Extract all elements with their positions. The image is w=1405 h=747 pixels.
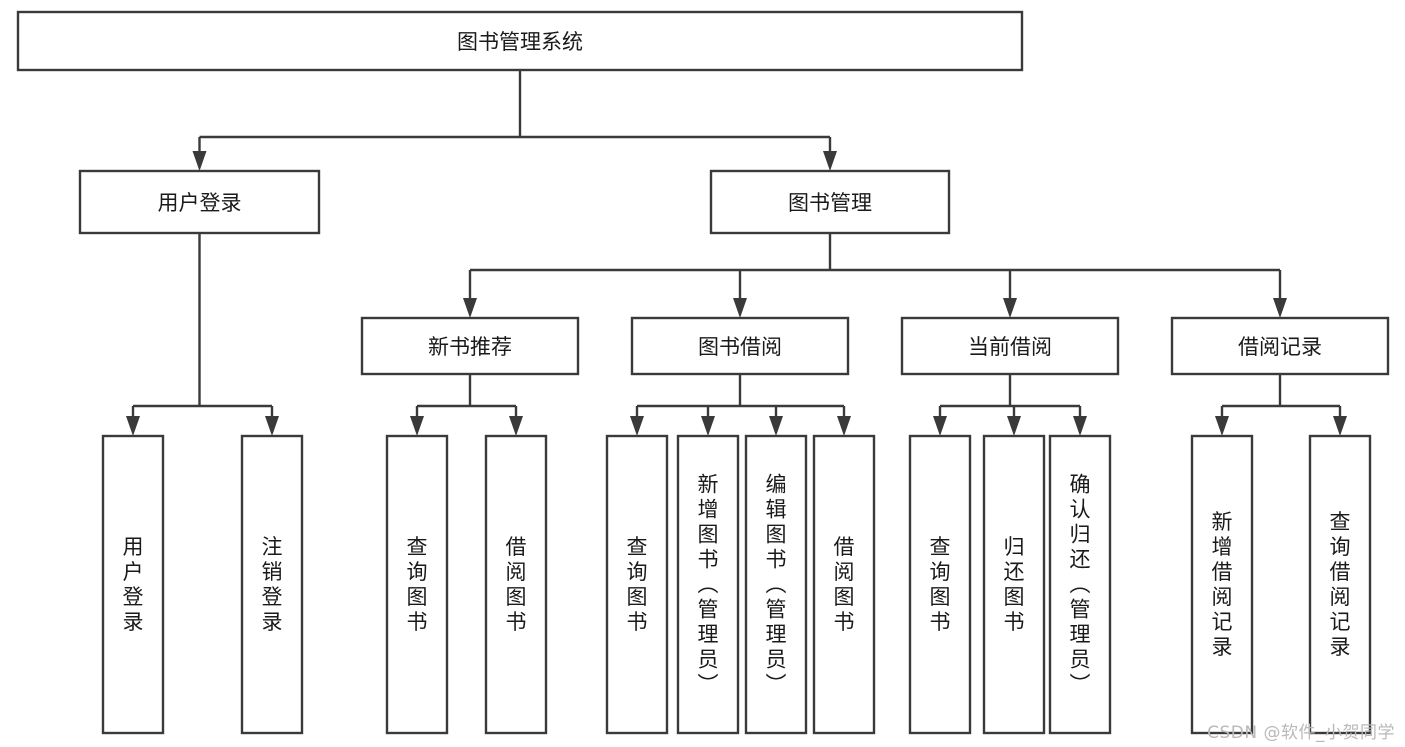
node-box-confirm-return-admin [1048, 434, 1112, 735]
arrow-head-icon [1215, 416, 1229, 436]
node-book-management[interactable]: 图书管理 [709, 169, 951, 235]
arrow-head-icon [701, 416, 715, 436]
node-label-user-login: 用户登录 [123, 535, 144, 634]
node-box-logout [240, 434, 304, 735]
node-label-current-borrow: 当前借阅 [968, 335, 1052, 359]
node-label-book-management: 图书管理 [788, 191, 872, 215]
node-box-query-book [385, 434, 449, 735]
csdn-watermark: CSDN @软件_小贺同学 [1207, 723, 1395, 743]
node-label-borrow-book: 借阅图书 [834, 535, 855, 634]
node-label-edit-book-admin: 编辑图书︵管理员︶ [766, 473, 787, 697]
arrow-head-icon [265, 416, 279, 436]
node-add-borrow-record[interactable]: 新增借阅记录 [1190, 434, 1254, 735]
node-label-new-book-recommend: 新书推荐 [428, 335, 512, 359]
arrow-head-icon [463, 298, 477, 318]
arrow-head-icon [1333, 416, 1347, 436]
arrow-head-icon [837, 416, 851, 436]
node-query-book[interactable]: 查询图书 [908, 434, 972, 735]
node-book-borrow[interactable]: 图书借阅 [630, 316, 850, 376]
node-label-book-borrow: 图书借阅 [698, 335, 782, 359]
node-box-book-management-system [16, 10, 1024, 72]
node-borrow-book[interactable]: 借阅图书 [484, 434, 548, 735]
node-box-user-login [101, 434, 165, 735]
node-label-add-borrow-record: 新增借阅记录 [1212, 510, 1233, 659]
node-label-query-book: 查询图书 [930, 535, 951, 634]
node-box-borrow-book [484, 434, 548, 735]
arrow-head-icon [1003, 298, 1017, 318]
node-book-management-system[interactable]: 图书管理系统 [16, 10, 1024, 72]
arrow-head-icon [192, 151, 207, 171]
node-box-user-login [78, 169, 321, 235]
arrow-head-icon [630, 416, 644, 436]
node-label-confirm-return-admin: 确认归还︵管理员︶ [1070, 473, 1091, 697]
arrow-head-icon [1007, 416, 1021, 436]
node-box-borrow-book [812, 434, 876, 735]
node-label-user-login: 用户登录 [158, 191, 242, 215]
node-logout[interactable]: 注销登录 [240, 434, 304, 735]
arrow-head-icon [733, 298, 747, 318]
arrow-head-icon [769, 416, 783, 436]
node-label-borrow-book: 借阅图书 [506, 535, 527, 634]
node-box-current-borrow [900, 316, 1120, 376]
node-label-add-book-admin: 新增图书︵管理员︶ [698, 473, 719, 697]
node-box-return-book [982, 434, 1046, 735]
node-box-add-book-admin [676, 434, 740, 735]
node-label-logout: 注销登录 [262, 535, 283, 634]
node-query-book[interactable]: 查询图书 [385, 434, 449, 735]
arrow-head-icon [1073, 416, 1087, 436]
arrow-head-icon [823, 151, 837, 171]
connector-lines [126, 70, 1347, 436]
node-return-book[interactable]: 归还图书 [982, 434, 1046, 735]
node-user-login[interactable]: 用户登录 [78, 169, 321, 235]
node-box-query-book [908, 434, 972, 735]
node-label-query-book: 查询图书 [627, 535, 648, 634]
node-edit-book-admin[interactable]: 编辑图书︵管理员︶ [744, 434, 808, 735]
node-borrow-book[interactable]: 借阅图书 [812, 434, 876, 735]
node-label-query-borrow-record: 查询借阅记录 [1330, 510, 1351, 659]
diagram-nodes: 图书管理系统用户登录图书管理新书推荐图书借阅当前借阅借阅记录用户登录注销登录查询… [16, 10, 1390, 735]
node-box-add-borrow-record [1190, 434, 1254, 735]
node-box-edit-book-admin [744, 434, 808, 735]
node-query-borrow-record[interactable]: 查询借阅记录 [1308, 434, 1372, 735]
node-box-book-management [709, 169, 951, 235]
node-box-borrow-record [1170, 316, 1390, 376]
node-box-query-book [605, 434, 669, 735]
arrow-head-icon [933, 416, 947, 436]
node-label-query-book: 查询图书 [407, 535, 428, 634]
node-confirm-return-admin[interactable]: 确认归还︵管理员︶ [1048, 434, 1112, 735]
arrow-head-icon [509, 416, 523, 436]
node-user-login[interactable]: 用户登录 [101, 434, 165, 735]
arrow-head-icon [410, 416, 424, 436]
node-new-book-recommend[interactable]: 新书推荐 [360, 316, 580, 376]
node-current-borrow[interactable]: 当前借阅 [900, 316, 1120, 376]
arrow-head-icon [1273, 298, 1287, 318]
node-label-return-book: 归还图书 [1004, 535, 1025, 634]
node-label-borrow-record: 借阅记录 [1238, 335, 1322, 359]
node-box-query-borrow-record [1308, 434, 1372, 735]
node-box-book-borrow [630, 316, 850, 376]
node-add-book-admin[interactable]: 新增图书︵管理员︶ [676, 434, 740, 735]
node-label-book-management-system: 图书管理系统 [457, 30, 583, 54]
node-box-new-book-recommend [360, 316, 580, 376]
node-borrow-record[interactable]: 借阅记录 [1170, 316, 1390, 376]
arrow-head-icon [126, 416, 140, 436]
node-query-book[interactable]: 查询图书 [605, 434, 669, 735]
